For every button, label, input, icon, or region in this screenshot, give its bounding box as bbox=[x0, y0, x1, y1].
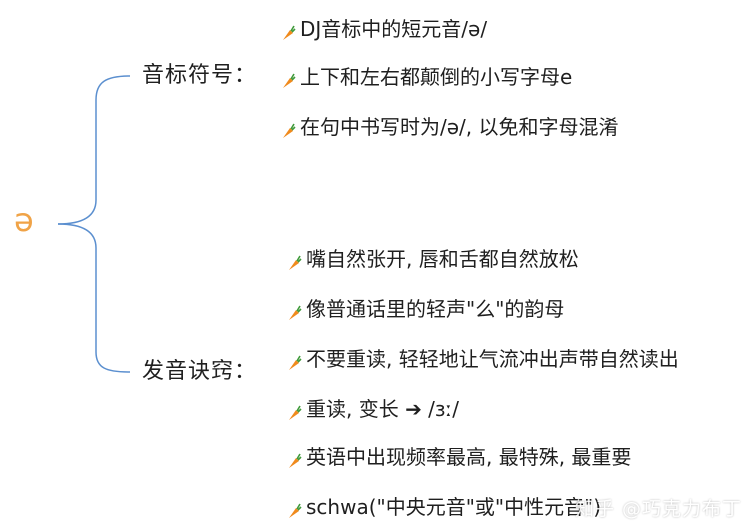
branch-label-pronunciation-tips: 发音诀窍： bbox=[142, 359, 258, 384]
carrot-icon bbox=[288, 401, 302, 420]
list-item: 像普通话里的轻声"么"的韵母 bbox=[288, 296, 564, 322]
item-text: DJ音标中的短元音/ə/ bbox=[300, 17, 488, 41]
carrot-icon bbox=[288, 251, 302, 270]
item-text: 上下和左右都颠倒的小写字母e bbox=[300, 65, 573, 89]
carrot-icon bbox=[282, 69, 296, 88]
list-item: 英语中出现频率最高, 最特殊, 最重要 bbox=[288, 444, 631, 470]
list-item: 在句中书写时为/ə/, 以免和字母混淆 bbox=[282, 114, 619, 140]
carrot-icon bbox=[288, 351, 302, 370]
branch-label-phonetic-symbol: 音标符号： bbox=[142, 63, 258, 88]
carrot-icon bbox=[288, 301, 302, 320]
carrot-icon bbox=[282, 119, 296, 138]
list-item: DJ音标中的短元音/ə/ bbox=[282, 16, 487, 42]
watermark: 知乎 @巧克力布丁 bbox=[574, 498, 742, 520]
connector-root-to-symbol-branch bbox=[57, 75, 131, 225]
item-text: schwa("中央元音"或"中性元音") bbox=[306, 495, 602, 519]
list-item: 重读, 变长 ➔ /ɜː/ bbox=[288, 396, 459, 422]
connector-root-to-pronunciation-branch bbox=[57, 223, 131, 373]
list-item: 嘴自然张开, 唇和舌都自然放松 bbox=[288, 246, 579, 272]
item-text: 重读, 变长 ➔ /ɜː/ bbox=[306, 397, 460, 421]
carrot-icon bbox=[282, 21, 296, 40]
list-item: 上下和左右都颠倒的小写字母e bbox=[282, 64, 572, 90]
item-text: 嘴自然张开, 唇和舌都自然放松 bbox=[306, 247, 579, 271]
item-text: 在句中书写时为/ə/, 以免和字母混淆 bbox=[300, 115, 619, 139]
item-text: 英语中出现频率最高, 最特殊, 最重要 bbox=[306, 445, 632, 469]
root-symbol-schwa: ə bbox=[14, 201, 34, 239]
item-text: 像普通话里的轻声"么"的韵母 bbox=[306, 297, 565, 321]
list-item: 不要重读, 轻轻地让气流冲出声带自然读出 bbox=[288, 346, 679, 372]
item-text: 不要重读, 轻轻地让气流冲出声带自然读出 bbox=[306, 347, 679, 371]
carrot-icon bbox=[288, 449, 302, 468]
carrot-icon bbox=[288, 499, 302, 518]
list-item: schwa("中央元音"或"中性元音") bbox=[288, 494, 601, 520]
